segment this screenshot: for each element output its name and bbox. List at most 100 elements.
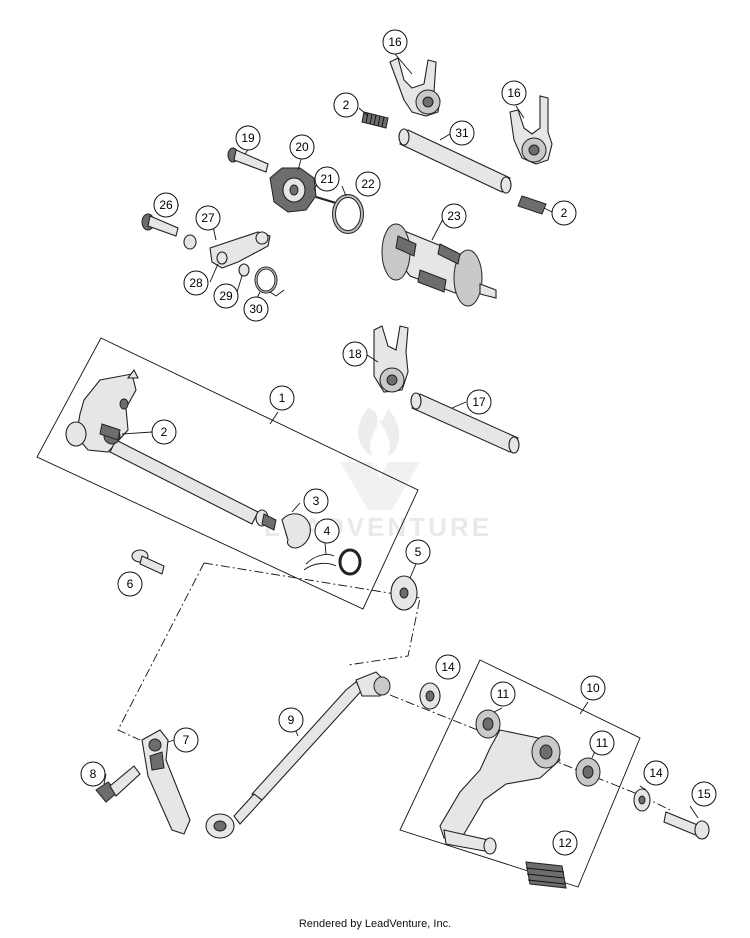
callout-label: 11 [596, 736, 609, 750]
callout-c18: 18 [342, 341, 368, 367]
washer-14-upper [419, 682, 441, 710]
callout-c15: 15 [691, 781, 717, 807]
callout-circle [117, 571, 143, 597]
watermark-logo [340, 408, 420, 510]
callout-circle [151, 419, 177, 445]
callout-circle [269, 385, 295, 411]
callout-label: 14 [649, 766, 663, 780]
callout-c29: 29 [213, 283, 239, 309]
callout-circle [342, 341, 368, 367]
callout-c27: 27 [195, 205, 221, 231]
shift-rail-17 [410, 392, 520, 454]
callout-c2a: 2 [333, 92, 359, 118]
callout-label: 9 [288, 713, 295, 727]
screw-26 [141, 213, 179, 237]
callout-c8: 8 [80, 761, 106, 787]
callout-label: 31 [455, 126, 469, 140]
callout-circle [552, 830, 578, 856]
callout-label: 11 [497, 687, 510, 701]
callout-circle [466, 389, 492, 415]
callout-circle [405, 539, 431, 565]
callout-c14b: 14 [643, 760, 669, 786]
callout-label: 10 [586, 681, 600, 695]
washer-5 [390, 575, 418, 611]
shift-fork-left [389, 57, 441, 117]
callout-c2b: 2 [551, 200, 577, 226]
callout-circle [314, 518, 340, 544]
callout-c30: 30 [243, 296, 269, 322]
callout-label: 23 [447, 209, 461, 223]
callout-label: 26 [159, 198, 173, 212]
assembly-line-upper [203, 562, 421, 666]
callout-c6: 6 [117, 571, 143, 597]
spring-2-top [361, 111, 389, 129]
callout-label: 1 [279, 391, 286, 405]
shift-linkage-9 [205, 671, 391, 839]
callout-c1: 1 [269, 385, 295, 411]
callout-label: 6 [127, 577, 134, 591]
bushing-3 [255, 509, 311, 549]
shift-lever-10 [439, 729, 561, 855]
callout-label: 22 [361, 177, 375, 191]
group-box-shift-shaft [36, 337, 419, 610]
bearing-11-lower [575, 757, 601, 787]
callout-c2c: 2 [151, 419, 177, 445]
shift-fork-right [509, 95, 553, 165]
callout-c14a: 14 [435, 654, 461, 680]
callout-label: 15 [697, 787, 711, 801]
locking-lever-27 [209, 231, 271, 269]
assembly-line-left [117, 562, 205, 741]
callout-label: 17 [472, 395, 486, 409]
callout-c11b: 11 [589, 730, 615, 756]
shift-drum-star-20 [269, 167, 317, 213]
callout-circle [382, 29, 408, 55]
pin-6 [131, 549, 165, 575]
callout-circle [355, 171, 381, 197]
callout-circle [501, 80, 527, 106]
callout-circle [490, 681, 516, 707]
screw-15 [663, 811, 710, 840]
shift-shaft-1 [65, 368, 259, 525]
callout-circle [441, 203, 467, 229]
callout-c11a: 11 [490, 681, 516, 707]
washer-27 [183, 234, 197, 250]
callout-circle [243, 296, 269, 322]
callout-label: 2 [561, 206, 568, 220]
callout-label: 16 [507, 86, 521, 100]
callout-circle [213, 283, 239, 309]
callout-c16b: 16 [501, 80, 527, 106]
callout-circle [435, 654, 461, 680]
callout-circle [333, 92, 359, 118]
callout-label: 2 [161, 425, 168, 439]
callout-circle [314, 166, 340, 192]
callout-circle [173, 727, 199, 753]
callout-c7: 7 [173, 727, 199, 753]
callout-label: 12 [558, 836, 572, 850]
washer-29 [238, 263, 250, 277]
callout-label: 5 [415, 545, 422, 559]
clip-4 [303, 548, 362, 576]
shift-rail-31 [398, 128, 512, 194]
callout-circle [195, 205, 221, 231]
shift-drum-23 [381, 223, 497, 307]
callout-label: 21 [320, 172, 334, 186]
callout-label: 29 [219, 289, 233, 303]
callout-c3: 3 [303, 488, 329, 514]
callout-c26: 26 [153, 192, 179, 218]
callout-label: 19 [241, 131, 255, 145]
callout-label: 8 [90, 767, 97, 781]
callout-c20: 20 [289, 134, 315, 160]
bolt-19 [227, 147, 269, 173]
assembly-line-pivot [389, 694, 671, 811]
callout-circle [183, 270, 209, 296]
pin-21 [315, 196, 337, 204]
screw-8 [95, 765, 141, 803]
spring-2-shaft [99, 423, 121, 441]
callout-label: 7 [183, 733, 190, 747]
callout-c17: 17 [466, 389, 492, 415]
callout-c22: 22 [355, 171, 381, 197]
callout-c10: 10 [580, 675, 606, 701]
callout-circle [235, 125, 261, 151]
